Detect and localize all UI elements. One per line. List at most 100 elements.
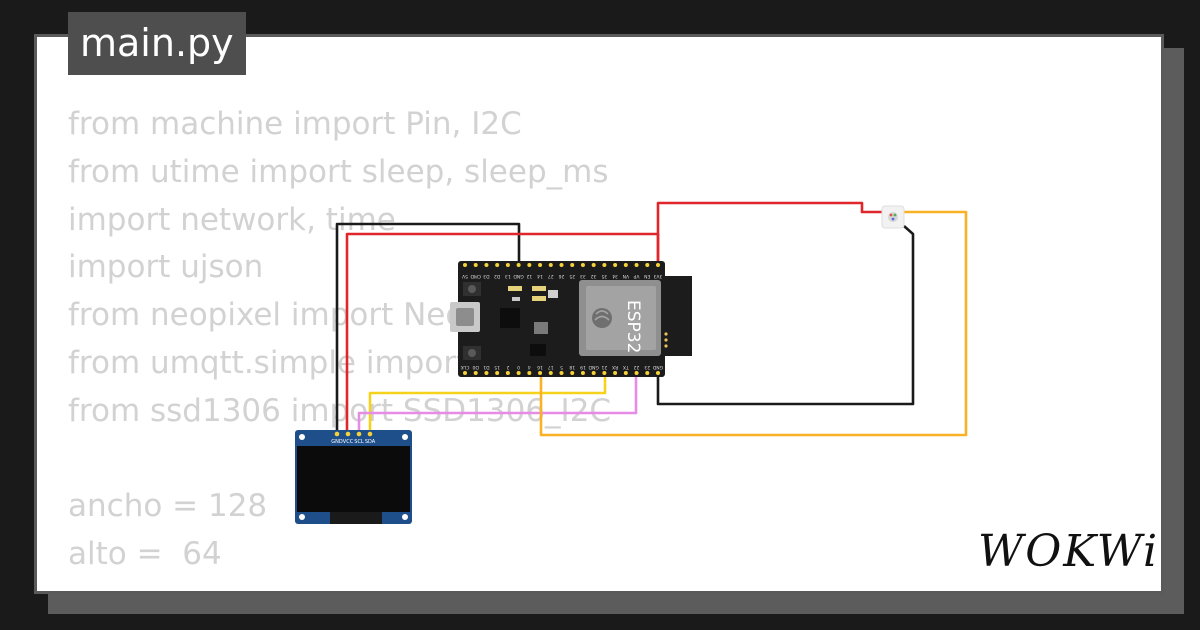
pin-label: 15 bbox=[494, 364, 500, 370]
header-pin[interactable] bbox=[505, 371, 510, 375]
pin-label: D1 bbox=[483, 364, 489, 370]
pin-label: 12 bbox=[526, 273, 532, 279]
oled-pin-label: VCC bbox=[343, 439, 354, 445]
wire-orange-din bbox=[539, 210, 968, 437]
wire-yellow-scl bbox=[368, 376, 607, 432]
header-pin[interactable] bbox=[570, 263, 575, 267]
oled-pin[interactable] bbox=[367, 431, 373, 437]
header-pin[interactable] bbox=[580, 371, 585, 375]
oled-pin-label: GND bbox=[331, 439, 343, 445]
header-pin[interactable] bbox=[602, 371, 607, 375]
usb-uart-chip bbox=[500, 308, 520, 328]
pin-label: 5V bbox=[461, 273, 468, 279]
header-pin[interactable] bbox=[548, 371, 553, 375]
pin-label: 32 bbox=[591, 273, 597, 279]
pin-label: 34 bbox=[612, 273, 618, 279]
header-pin[interactable] bbox=[602, 263, 607, 267]
header-pin[interactable] bbox=[623, 371, 628, 375]
pin-label: GND bbox=[652, 364, 663, 370]
pin-label: 14 bbox=[537, 273, 543, 279]
filename-tab[interactable]: main.py bbox=[68, 12, 246, 75]
esp32-shield bbox=[586, 286, 656, 350]
pin-label: 3V3 bbox=[653, 273, 662, 279]
header-pin[interactable] bbox=[495, 263, 500, 267]
oled-pin-label: SCL bbox=[354, 439, 364, 445]
header-pin[interactable] bbox=[548, 263, 553, 267]
pin-label: 33 bbox=[580, 273, 586, 279]
header-pin[interactable] bbox=[623, 263, 628, 267]
oled-ribbon bbox=[330, 512, 382, 524]
header-pin[interactable] bbox=[538, 263, 543, 267]
header-pin[interactable] bbox=[591, 371, 596, 375]
neopixel-led[interactable] bbox=[881, 205, 905, 229]
oled-pin-label: SDA bbox=[365, 439, 376, 445]
pin-label: VP bbox=[633, 273, 639, 279]
code-line: alto = 64 bbox=[68, 536, 222, 573]
header-pin[interactable] bbox=[559, 263, 564, 267]
pin-label: 23 bbox=[644, 364, 650, 370]
pin-label: 21 bbox=[601, 364, 607, 370]
header-pin[interactable] bbox=[613, 371, 618, 375]
pin-label: 25 bbox=[569, 273, 575, 279]
wire-red-neopixel bbox=[656, 201, 884, 263]
header-pin[interactable] bbox=[463, 371, 467, 375]
header-pin[interactable] bbox=[495, 371, 500, 375]
pin-label: RX bbox=[612, 364, 618, 370]
header-pin[interactable] bbox=[516, 263, 521, 267]
code-line: ancho = 128 bbox=[68, 488, 268, 525]
header-pin[interactable] bbox=[527, 263, 532, 267]
pin-label: 22 bbox=[634, 364, 640, 370]
header-pin[interactable] bbox=[645, 263, 650, 267]
header-pin[interactable] bbox=[613, 263, 618, 267]
header-pin[interactable] bbox=[505, 263, 510, 267]
oled-pin[interactable] bbox=[345, 431, 351, 437]
header-pin[interactable] bbox=[570, 371, 575, 375]
header-pin[interactable] bbox=[645, 371, 650, 375]
pin-label: D2 bbox=[494, 273, 500, 279]
chip-label: ESP32 bbox=[623, 300, 643, 353]
pin-label: EN bbox=[644, 273, 650, 279]
oled-pin[interactable] bbox=[356, 431, 362, 437]
header-pin[interactable] bbox=[591, 263, 596, 267]
header-pin[interactable] bbox=[484, 263, 489, 267]
wire-pink-sda bbox=[357, 376, 638, 432]
header-pin[interactable] bbox=[656, 263, 660, 267]
header-pin[interactable] bbox=[473, 371, 478, 375]
pin-label: GND bbox=[513, 273, 524, 279]
oled-pin[interactable] bbox=[334, 431, 340, 437]
header-pin[interactable] bbox=[559, 371, 564, 375]
code-line: from machine import Pin, I2C bbox=[68, 106, 522, 142]
header-pin[interactable] bbox=[580, 263, 585, 267]
header-pin[interactable] bbox=[527, 371, 532, 375]
pin-label: 2 bbox=[506, 364, 509, 370]
header-pin[interactable] bbox=[634, 371, 639, 375]
pin-label: GND bbox=[588, 364, 599, 370]
pin-label: 4 bbox=[528, 364, 531, 370]
header-pin[interactable] bbox=[656, 371, 660, 375]
filename-label: main.py bbox=[80, 21, 234, 65]
pin-label: 13 bbox=[505, 273, 511, 279]
pin-label: 26 bbox=[559, 273, 565, 279]
pin-label: 35 bbox=[601, 273, 607, 279]
pin-label: TX bbox=[623, 364, 630, 370]
pin-label: D3 bbox=[483, 273, 489, 279]
header-pin[interactable] bbox=[484, 371, 489, 375]
header-pin[interactable] bbox=[463, 263, 467, 267]
wire-black-neopixel-gnd bbox=[656, 225, 915, 406]
header-pin[interactable] bbox=[473, 263, 478, 267]
code-line: import network, time bbox=[68, 201, 396, 238]
pin-label: 0 bbox=[517, 364, 520, 370]
pin-label: 16 bbox=[537, 364, 543, 370]
header-pin[interactable] bbox=[516, 371, 521, 375]
header-pin[interactable] bbox=[634, 263, 639, 267]
pin-label: 27 bbox=[548, 273, 554, 279]
header-pin[interactable] bbox=[538, 371, 543, 375]
wokwi-logo: WOKWi bbox=[978, 526, 1160, 577]
pin-label: 18 bbox=[569, 364, 575, 370]
